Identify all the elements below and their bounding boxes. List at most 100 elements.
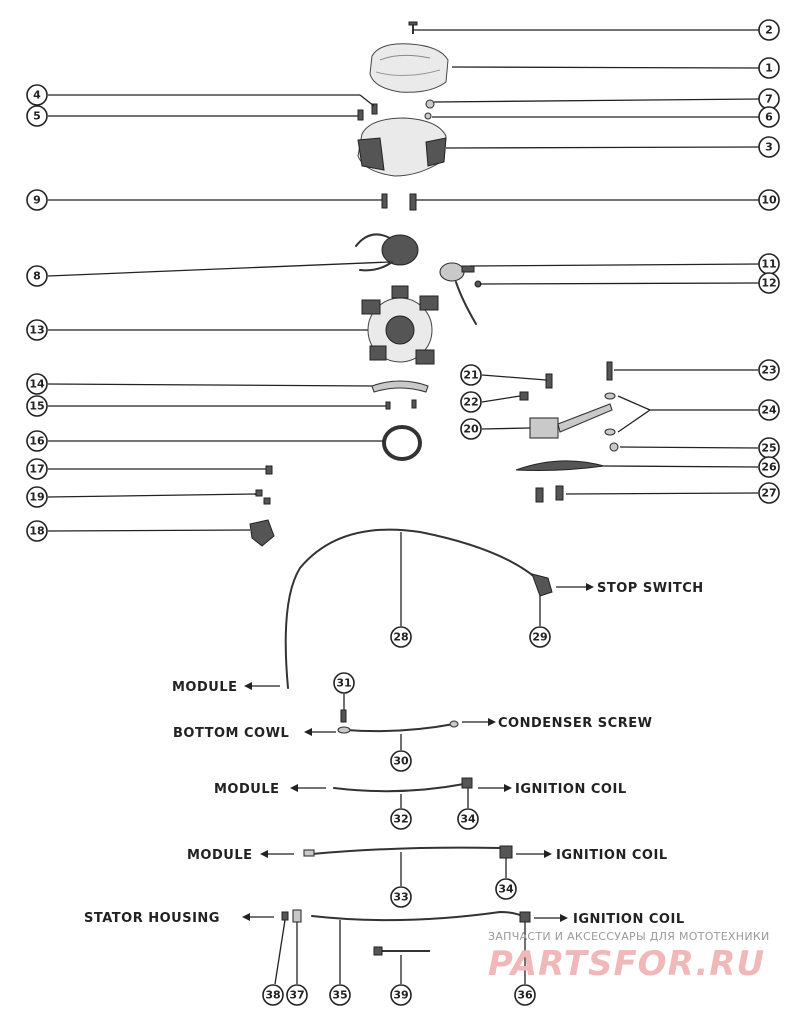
watermark-tagline: ЗАПЧАСТИ И АКСЕССУАРЫ ДЛЯ МОТОТЕХНИКИ [488, 930, 770, 943]
callout-19: 19 [26, 486, 48, 508]
part-32-wire [333, 777, 473, 793]
callout-26: 26 [758, 456, 780, 478]
svg-text:15: 15 [29, 400, 44, 413]
part-39-rod [373, 946, 430, 956]
svg-text:38: 38 [265, 989, 280, 1002]
callout-13: 13 [26, 319, 48, 341]
destination-arrows [242, 583, 594, 922]
svg-text:20: 20 [463, 423, 479, 436]
part-11-12-switch [439, 262, 482, 325]
part-35-wire [281, 909, 531, 923]
label-module-1: MODULE [172, 680, 238, 695]
svg-text:14: 14 [29, 378, 45, 391]
svg-text:10: 10 [761, 194, 777, 207]
callout-6: 6 [758, 106, 780, 128]
svg-text:32: 32 [393, 813, 408, 826]
part-2-screw [408, 21, 418, 34]
part-4-5-screws [357, 103, 378, 121]
svg-text:4: 4 [33, 89, 41, 102]
svg-text:39: 39 [393, 989, 408, 1002]
label-bottom-cowl: BOTTOM COWL [173, 726, 289, 741]
part-17-nut [265, 465, 273, 475]
part-1-cap [369, 43, 449, 93]
label-stop-switch: STOP SWITCH [597, 581, 704, 596]
part-13-stator [361, 285, 439, 365]
svg-text:35: 35 [332, 989, 347, 1002]
part-18-clip [249, 519, 275, 547]
callout-33: 33 [390, 886, 412, 908]
svg-text:1: 1 [765, 62, 773, 75]
callout-1: 1 [758, 57, 780, 79]
svg-text:13: 13 [29, 324, 44, 337]
svg-text:34: 34 [460, 813, 476, 826]
svg-text:9: 9 [33, 194, 41, 207]
part-16-ring [382, 425, 422, 461]
svg-text:7: 7 [765, 93, 773, 106]
leader-lines [47, 29, 761, 985]
part-9-10-pins [381, 193, 417, 211]
callout-16: 16 [26, 430, 48, 452]
part-31-screw [340, 709, 347, 723]
callout-12: 12 [758, 272, 780, 294]
svg-text:17: 17 [29, 463, 44, 476]
callout-8: 8 [26, 265, 48, 287]
part-8-coil [355, 233, 419, 272]
svg-text:2: 2 [765, 24, 773, 37]
watermark-logo: PARTSFOR.RU [488, 944, 766, 984]
svg-text:3: 3 [765, 141, 773, 154]
callout-25: 25 [758, 437, 780, 459]
part-33-wire [303, 845, 513, 859]
label-ignition-coil-3: IGNITION COIL [573, 912, 685, 927]
svg-text:8: 8 [33, 270, 41, 283]
callout-17: 17 [26, 458, 48, 480]
svg-text:21: 21 [463, 369, 478, 382]
part-26-plate [515, 460, 605, 471]
callout-24: 24 [758, 399, 780, 421]
callout-11: 11 [758, 253, 780, 275]
callout-34a: 34 [457, 808, 479, 830]
part-28-wire [284, 528, 537, 689]
part-24-parts [604, 392, 616, 436]
svg-text:27: 27 [761, 487, 776, 500]
callout-27: 27 [758, 482, 780, 504]
svg-text:11: 11 [761, 258, 776, 271]
callout-30: 30 [390, 750, 412, 772]
part-22-nut [519, 391, 529, 401]
label-ignition-coil-1: IGNITION COIL [515, 782, 627, 797]
part-19-nuts [255, 489, 271, 505]
svg-text:6: 6 [765, 111, 773, 124]
part-14-plate [371, 380, 429, 393]
svg-text:25: 25 [761, 442, 776, 455]
svg-text:23: 23 [761, 364, 776, 377]
callout-31: 31 [333, 672, 355, 694]
callout-32: 32 [390, 808, 412, 830]
callout-3: 3 [758, 136, 780, 158]
svg-text:30: 30 [393, 755, 409, 768]
callout-37: 37 [286, 984, 308, 1006]
callout-36: 36 [514, 984, 536, 1006]
callout-39: 39 [390, 984, 412, 1006]
callout-28: 28 [390, 626, 412, 648]
callout-10: 10 [758, 189, 780, 211]
label-condenser-screw: CONDENSER SCREW [498, 716, 652, 731]
callout-9: 9 [26, 189, 48, 211]
svg-text:26: 26 [761, 461, 777, 474]
part-27-screws [535, 485, 564, 503]
callout-18: 18 [26, 520, 48, 542]
callout-23: 23 [758, 359, 780, 381]
label-module-3: MODULE [187, 848, 253, 863]
svg-text:18: 18 [29, 525, 44, 538]
part-15-screws [385, 399, 417, 410]
svg-text:29: 29 [532, 631, 547, 644]
svg-text:36: 36 [517, 989, 533, 1002]
part-7-6-washers [424, 99, 435, 120]
callout-21: 21 [460, 364, 482, 386]
svg-text:37: 37 [289, 989, 304, 1002]
callout-20: 20 [460, 418, 482, 440]
part-3-housing [357, 117, 447, 177]
part-30-wire [337, 720, 459, 734]
callout-35: 35 [329, 984, 351, 1006]
svg-text:16: 16 [29, 435, 45, 448]
part-21-screw [545, 373, 553, 389]
